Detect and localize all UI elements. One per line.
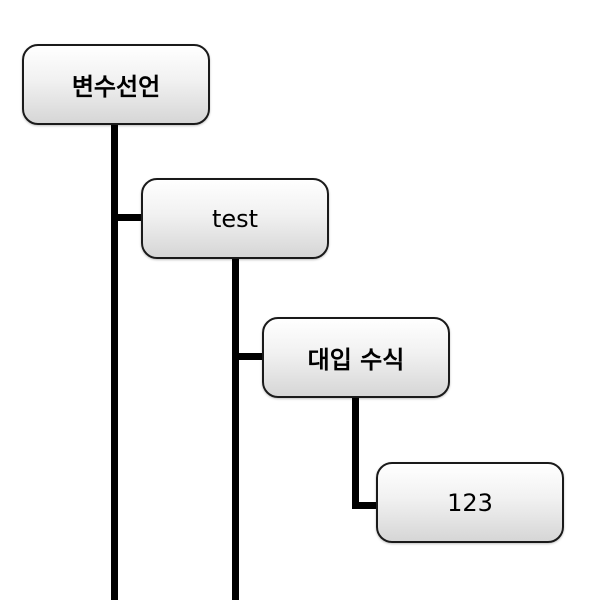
assignment-to-value-branch (352, 502, 378, 509)
node-variable-name[interactable]: test (141, 178, 329, 259)
node-literal-value[interactable]: 123 (376, 462, 564, 543)
root-to-variable-branch (111, 214, 143, 221)
root-node-variable-declaration[interactable]: 변수선언 (22, 44, 210, 125)
variable-trunk-line (232, 258, 239, 600)
variable-to-assignment-branch (232, 353, 264, 360)
node-assignment-expression[interactable]: 대입 수식 (262, 317, 450, 398)
root-trunk-line (111, 124, 118, 600)
assignment-trunk-line (352, 397, 359, 509)
